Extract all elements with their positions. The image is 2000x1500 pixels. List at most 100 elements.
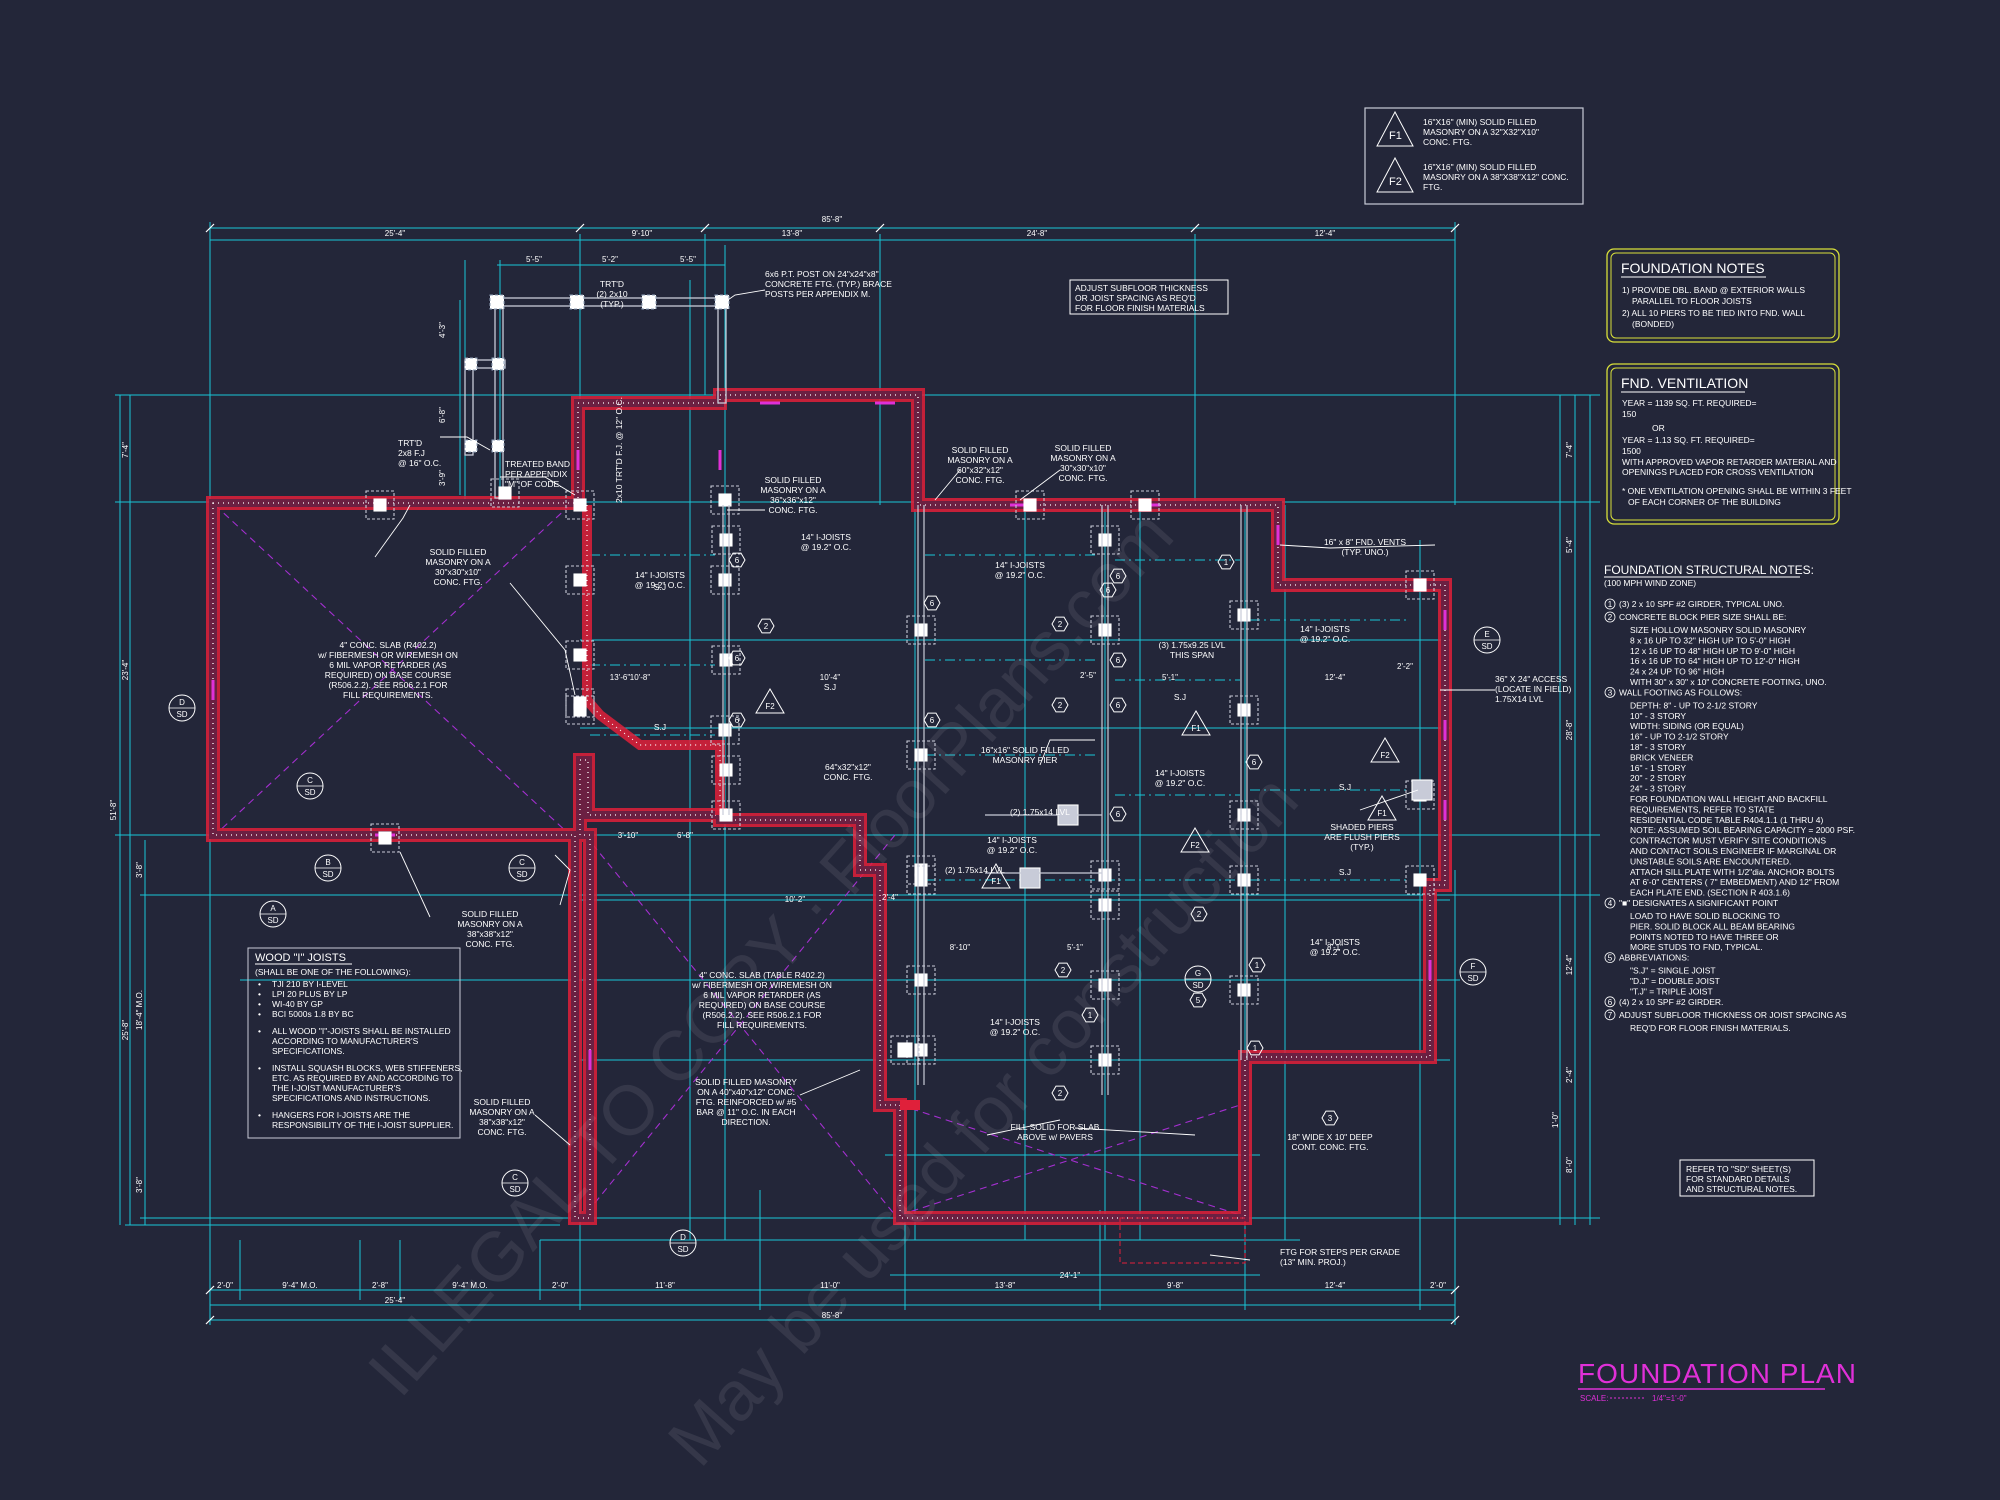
footing-tag-label: F1 <box>1191 724 1201 733</box>
vent-line4: YEAR = 1.13 SQ. FT. REQUIRED= <box>1622 435 1755 445</box>
structural-note-line: 8 x 16 UP TO 32" HIGH UP TO 5'-0" HIGH <box>1630 635 1790 645</box>
inner-dim: 2'-5" <box>1080 671 1096 680</box>
pier-footing-outline <box>906 615 936 645</box>
wood-joist-note: SPECIFICATIONS AND INSTRUCTIONS. <box>272 1093 431 1103</box>
footing-tag-label: F2 <box>765 702 775 711</box>
pier-footing-outline <box>1015 490 1045 520</box>
pier <box>1023 498 1037 512</box>
legend-f2-line2: MASONRY ON A 38"X38"X12" CONC. <box>1423 172 1569 182</box>
pier <box>718 723 732 737</box>
section-sheet: SD <box>1467 974 1478 983</box>
slab-left-line: w/ FIBERMESH OR WIREMESH ON <box>317 650 458 660</box>
dim-right: 2'-4" <box>1565 1067 1574 1083</box>
wood-joist-bullet: LPI 20 PLUS BY LP <box>272 989 348 999</box>
note-number-circle <box>1604 897 1616 909</box>
pier-footing-outline <box>1090 970 1120 1000</box>
wood-joist-note: HANGERS FOR I-JOISTS ARE THE <box>272 1110 411 1120</box>
inner-dim: 5'-1" <box>1067 943 1083 952</box>
wood-joist-note: THE I-JOIST MANUFACTURER'S <box>272 1083 401 1093</box>
structural-note-line: UNSTABLE SOILS ARE ENCOUNTERED. <box>1630 856 1791 866</box>
vent-line5: 1500 <box>1622 446 1641 456</box>
vent-line6: WITH APPROVED VAPOR RETARDER MATERIAL AN… <box>1622 457 1837 467</box>
lvl-span-line: THIS SPAN <box>1170 650 1214 660</box>
wood-joist-bullet-dot: • <box>258 1009 261 1019</box>
dim-left: 7'-4" <box>121 442 130 458</box>
structural-note-line: PIER. SOLID BLOCK ALL BEAM BEARING <box>1630 921 1795 931</box>
inner-dim: 8'-10" <box>950 943 971 952</box>
note-number: 1 <box>1608 600 1613 609</box>
structural-note-line: "S.J" = SINGLE JOIST <box>1630 966 1716 976</box>
masonry-40-line: BAR @ 11" O.C. IN EACH <box>696 1107 795 1117</box>
note-number: 5 <box>1608 954 1613 963</box>
dim-porch: 6'-8" <box>438 407 447 423</box>
trtd-2x8-line: TRT'D <box>398 438 422 448</box>
section-letter: C <box>519 858 525 867</box>
adjust-line2: OR JOIST SPACING AS REQ'D <box>1075 293 1196 303</box>
porch-posts <box>464 294 730 453</box>
slab-center-line: REQUIRED) ON BASE COURSE <box>699 1000 826 1010</box>
structural-note-line: (3) 2 x 10 SPF #2 GIRDER, TYPICAL UNO. <box>1619 599 1784 609</box>
pier-tag-number: 6 <box>1106 586 1111 595</box>
joists-a-line: @ 19.2" O.C. <box>635 580 685 590</box>
ftg-64-line: 64"x32"x12" <box>825 762 871 772</box>
masonry-38b-line: 38"x38"x12" <box>479 1117 525 1127</box>
pier-footing-outline <box>1229 600 1259 630</box>
dim-bottom-sub: 25'-4" <box>385 1296 406 1305</box>
wood-joist-note: ETC. AS REQUIRED BY AND ACCORDING TO <box>272 1073 453 1083</box>
pier-footing-outline <box>565 565 595 595</box>
pier-footing-outline <box>1405 570 1435 600</box>
slab-center-line: 6 MIL VAPOR RETARDER (AS <box>703 990 821 1000</box>
pier-tag <box>1051 1085 1069 1101</box>
dim-bottom-sub: 24'-1" <box>1060 1271 1081 1280</box>
masonry-38b-line: SOLID FILLED <box>474 1097 531 1107</box>
dim-left: 18'-4" M.O. <box>135 990 144 1030</box>
pier-footing-outline <box>890 1035 920 1065</box>
section-letter: E <box>1484 630 1489 639</box>
trtd-2x10-line: (TYP.) <box>600 299 624 309</box>
pier-tag <box>1109 806 1127 822</box>
note-number: 3 <box>1608 688 1613 697</box>
post-note-line: 6x6 P.T. POST ON 24"x24"x8" <box>765 269 879 279</box>
dim-right: 1'-0" <box>1551 1112 1560 1128</box>
pier-tag-number: 6 <box>1116 656 1121 665</box>
pier <box>1237 983 1251 997</box>
joists-d-line: @ 19.2" O.C. <box>1300 634 1350 644</box>
slab-center-line: (R506.2.2). SEE R506.2.1 FOR <box>702 1010 821 1020</box>
fnd-ventilation-box: FND. VENTILATION YEAR = 1139 SQ. FT. REQ… <box>1606 363 1852 525</box>
dim-top-seg: 12'-4" <box>1315 229 1336 238</box>
section-sheet: SD <box>516 870 527 879</box>
structural-note-line: SIZE HOLLOW MASONRY SOLID MASONRY <box>1630 625 1807 635</box>
pier-tag-number: 6 <box>735 654 740 663</box>
dim-right: 7'-4" <box>1565 442 1574 458</box>
foundation-walls <box>206 388 1452 1225</box>
girders <box>722 505 1248 1095</box>
masonry-40-line: SOLID FILLED MASONRY <box>695 1077 797 1087</box>
pier-footing-outline <box>1090 1045 1120 1075</box>
masonry-38b-line: CONC. FTG. <box>477 1127 526 1137</box>
footing-tag-label: F2 <box>1380 751 1390 760</box>
wood-joist-note: ALL WOOD "I"-JOISTS SHALL BE INSTALLED <box>272 1026 451 1036</box>
refer-note: REFER TO "SD" SHEET(S) FOR STANDARD DETA… <box>1679 1159 1815 1197</box>
wood-joist-bullet: WI-40 BY GP <box>272 999 323 1009</box>
masonry-36-line: MASONRY ON A <box>760 485 826 495</box>
slab-diagonals <box>214 504 1241 1216</box>
pier-16-line: MASONRY PIER <box>993 755 1058 765</box>
dim-bottom-seg: 11'-8" <box>655 1281 675 1290</box>
structural-note-line: ADJUST SUBFLOOR THICKNESS OR JOIST SPACI… <box>1619 1010 1847 1020</box>
footing-tag <box>1370 737 1400 763</box>
structural-note-line: AND CONTACT SOILS ENGINEER IF MARGINAL O… <box>1630 846 1836 856</box>
pier-footing-outline <box>1229 800 1259 830</box>
wood-joist-note: RESPONSIBILITY OF THE I-JOIST SUPPLIER. <box>272 1120 453 1130</box>
masonry-40-line: DIRECTION. <box>721 1117 770 1127</box>
pier-tag <box>923 595 941 611</box>
dim-top-seg: 24'-8" <box>1027 229 1048 238</box>
masonry-30-line: 30"x30"x10" <box>435 567 481 577</box>
leader-lines <box>374 289 1495 1261</box>
structural-note-line: NOTE: ASSUMED SOIL BEARING CAPACITY = 20… <box>1630 825 1855 835</box>
structural-note-line: 24 x 24 UP TO 96" HIGH <box>1630 667 1724 677</box>
pier-tag-number: 6 <box>1252 758 1257 767</box>
adjust-subfloor-note: ADJUST SUBFLOOR THICKNESS OR JOIST SPACI… <box>1069 279 1229 315</box>
dim-top-seg: 13'-8" <box>782 229 803 238</box>
note-number-circle <box>1604 1009 1616 1021</box>
dim-bottom-seg: 2'-0" <box>217 1281 233 1290</box>
